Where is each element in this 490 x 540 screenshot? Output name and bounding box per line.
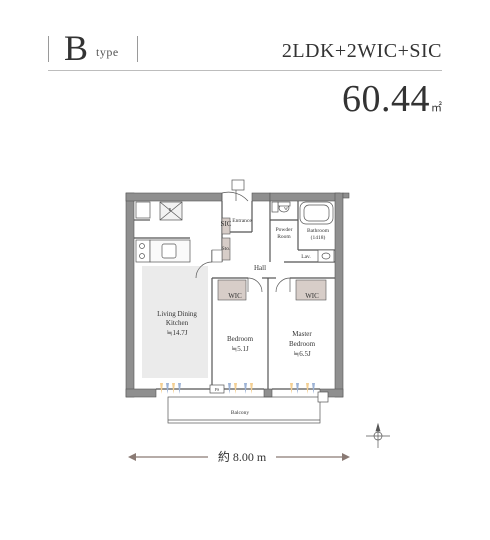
ldk-size: ≒14.7J xyxy=(167,329,188,337)
w-mark: W xyxy=(284,206,288,211)
wic-label-left: WIC xyxy=(228,292,242,300)
ldk-label-1: Living Dining xyxy=(157,310,197,318)
master-label-2: Bedroom xyxy=(289,340,316,348)
ldk-label-2: Kitchen xyxy=(166,319,189,327)
sto-label: Sto. xyxy=(222,246,231,252)
powder-label-2: Room xyxy=(277,234,291,240)
entrance-label: Entrance xyxy=(232,218,252,224)
bedroom-size: ≒5.1J xyxy=(231,345,249,353)
bathroom-label: Bathroom xyxy=(307,228,330,234)
sic-label: SIC xyxy=(221,220,232,228)
layout-code: 2LDK+2WIC+SIC xyxy=(281,40,442,62)
powder-label-1: Powder xyxy=(276,227,293,233)
type-letter: B xyxy=(64,28,89,68)
wic-label-right: WIC xyxy=(305,292,319,300)
hall-label: Hall xyxy=(254,264,266,272)
kitchen-fixtures xyxy=(135,201,191,263)
entrance-door xyxy=(221,179,249,202)
ldk-floor xyxy=(142,266,208,378)
type-divider-right xyxy=(137,36,138,62)
room-labels: Living Dining Kitchen ≒14.7J Bedroom ≒5.… xyxy=(157,206,330,416)
r-mark: R xyxy=(169,207,172,212)
ps-label: PS xyxy=(215,387,219,392)
window-arrows xyxy=(160,383,315,394)
header-rule xyxy=(48,70,442,71)
bedroom-doors xyxy=(195,261,291,293)
bedroom-label: Bedroom xyxy=(227,335,254,343)
wic-closets xyxy=(217,279,327,301)
lav-label: Lav. xyxy=(301,254,311,260)
type-divider-left xyxy=(48,36,49,62)
entrance-storage xyxy=(211,217,231,263)
area-unit: ㎡ xyxy=(431,102,442,114)
dimension-label: 約 8.00 m xyxy=(218,449,267,464)
bathroom-fixtures xyxy=(271,201,335,263)
area-value: 60.44 xyxy=(342,78,430,120)
balcony xyxy=(167,384,329,424)
compass-north-icon xyxy=(366,422,390,448)
bathroom-size: (1418) xyxy=(311,234,326,241)
type-word: type xyxy=(96,45,119,59)
master-label-1: Master xyxy=(292,330,312,338)
floor-area: 60.44㎡ xyxy=(342,78,442,120)
width-dimension: 約 8.00 m xyxy=(128,449,350,464)
balcony-label: Balcony xyxy=(231,410,250,416)
master-size: ≒6.5J xyxy=(293,350,311,358)
